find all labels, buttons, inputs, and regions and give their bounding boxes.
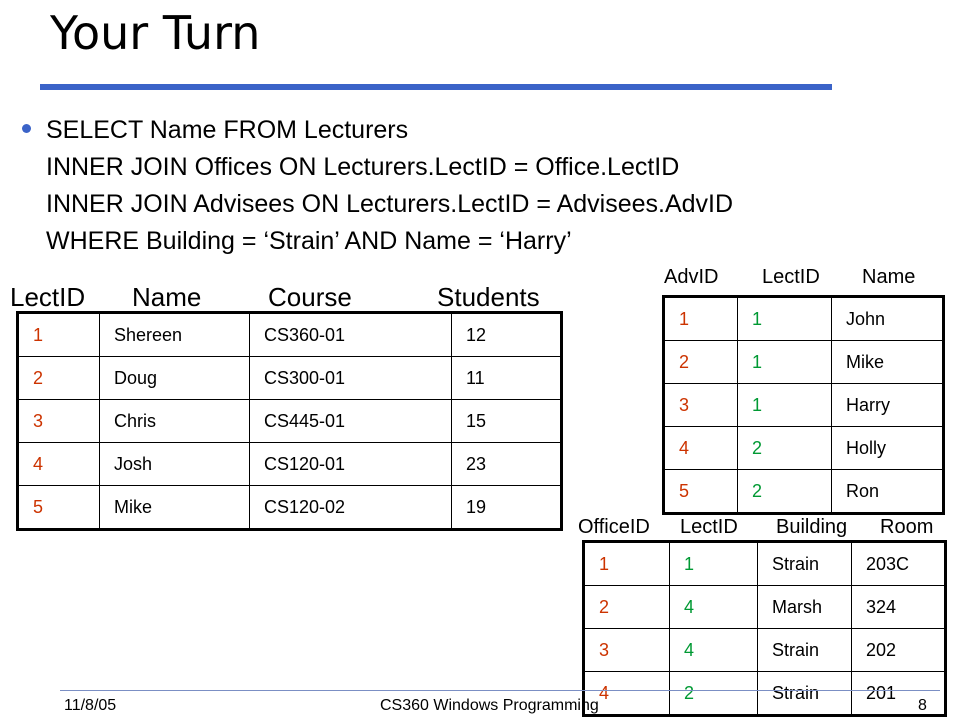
- table-cell: Mike: [99, 485, 250, 530]
- table-cell: Mike: [831, 340, 944, 384]
- lecturers-header-students: Students: [437, 282, 540, 312]
- table-cell: 5: [17, 485, 100, 530]
- table-row: 2 4 Marsh 324: [583, 585, 946, 629]
- table-row: 4 2 Strain 201: [583, 671, 946, 716]
- table-row: 2 1 Mike: [663, 340, 944, 384]
- table-row: 3 4 Strain 202: [583, 628, 946, 672]
- table-row: 1 Shereen CS360-01 12: [17, 312, 562, 357]
- lecturers-header-name: Name: [132, 282, 202, 312]
- offices-header-building: Building: [776, 516, 848, 538]
- table-cell: 2: [669, 671, 758, 716]
- table-row: 1 1 John: [663, 296, 944, 341]
- table-cell: 15: [451, 399, 562, 443]
- table-cell: 1: [669, 541, 758, 586]
- table-cell: Shereen: [99, 312, 250, 357]
- table-cell: 4: [663, 426, 738, 470]
- table-cell: CS300-01: [249, 356, 452, 400]
- table-cell: 4: [583, 671, 670, 716]
- footer-page-number: 8: [918, 697, 927, 714]
- lecturers-table: 1 Shereen CS360-01 12 2 Doug CS300-01 11…: [16, 311, 563, 531]
- table-cell: 202: [851, 628, 946, 672]
- table-cell: 2: [17, 356, 100, 400]
- table-cell: CS360-01: [249, 312, 452, 357]
- table-cell: 1: [737, 340, 832, 384]
- table-cell: 4: [17, 442, 100, 486]
- title-underline: [40, 84, 832, 90]
- table-row: 3 Chris CS445-01 15: [17, 399, 562, 443]
- table-cell: Strain: [757, 671, 852, 716]
- offices-table: 1 1 Strain 203C 2 4 Marsh 324 3 4 Strain…: [582, 540, 947, 717]
- table-cell: 3: [583, 628, 670, 672]
- bullet-icon: [22, 124, 31, 133]
- table-cell: Strain: [757, 628, 852, 672]
- table-cell: 23: [451, 442, 562, 486]
- table-row: 1 1 Strain 203C: [583, 541, 946, 586]
- table-cell: 3: [17, 399, 100, 443]
- table-cell: 3: [663, 383, 738, 427]
- table-cell: Strain: [757, 541, 852, 586]
- advisees-header-name: Name: [862, 266, 916, 288]
- table-row: 5 2 Ron: [663, 469, 944, 514]
- footer-date: 11/8/05: [64, 697, 117, 714]
- lecturers-header-lectid: LectID: [10, 282, 86, 312]
- table-cell: 1: [583, 541, 670, 586]
- advisees-table: 1 1 John 2 1 Mike 3 1 Harry 4 2 Holly 5 …: [662, 295, 945, 515]
- advisees-header-lectid: LectID: [762, 266, 820, 288]
- lecturers-header-course: Course: [268, 282, 352, 312]
- table-row: 2 Doug CS300-01 11: [17, 356, 562, 400]
- table-cell: 2: [737, 469, 832, 514]
- table-row: 5 Mike CS120-02 19: [17, 485, 562, 530]
- table-cell: 4: [669, 585, 758, 629]
- query-line: INNER JOIN Offices ON Lecturers.LectID =…: [46, 153, 680, 181]
- table-cell: 324: [851, 585, 946, 629]
- offices-header-room: Room: [880, 516, 934, 538]
- query-line: INNER JOIN Advisees ON Lecturers.LectID …: [46, 190, 734, 218]
- advisees-header-advid: AdvID: [664, 266, 719, 288]
- offices-header-lectid: LectID: [680, 516, 738, 538]
- table-cell: John: [831, 296, 944, 341]
- table-cell: 201: [851, 671, 946, 716]
- table-cell: Harry: [831, 383, 944, 427]
- table-cell: 4: [669, 628, 758, 672]
- table-cell: 203C: [851, 541, 946, 586]
- query-line: WHERE Building = ‘Strain’ AND Name = ‘Ha…: [46, 227, 572, 255]
- table-cell: 2: [737, 426, 832, 470]
- sql-query: SELECT Name FROM Lecturers INNER JOIN Of…: [46, 112, 733, 260]
- table-cell: 1: [737, 383, 832, 427]
- table-row: 4 Josh CS120-01 23: [17, 442, 562, 486]
- slide-title: Your Turn: [50, 6, 261, 60]
- query-line: SELECT Name FROM Lecturers: [46, 116, 409, 144]
- table-cell: Ron: [831, 469, 944, 514]
- table-cell: Marsh: [757, 585, 852, 629]
- table-cell: CS120-01: [249, 442, 452, 486]
- table-cell: CS445-01: [249, 399, 452, 443]
- footer-rule: [60, 690, 940, 691]
- table-cell: Chris: [99, 399, 250, 443]
- table-row: 3 1 Harry: [663, 383, 944, 427]
- table-cell: 1: [17, 312, 100, 357]
- table-cell: 1: [737, 296, 832, 341]
- table-row: 4 2 Holly: [663, 426, 944, 470]
- table-cell: Holly: [831, 426, 944, 470]
- table-cell: 11: [451, 356, 562, 400]
- table-cell: 12: [451, 312, 562, 357]
- table-cell: 19: [451, 485, 562, 530]
- table-cell: Doug: [99, 356, 250, 400]
- table-cell: 2: [663, 340, 738, 384]
- table-cell: 2: [583, 585, 670, 629]
- table-cell: Josh: [99, 442, 250, 486]
- table-cell: CS120-02: [249, 485, 452, 530]
- offices-header-officeid: OfficeID: [578, 516, 650, 538]
- table-cell: 5: [663, 469, 738, 514]
- table-cell: 1: [663, 296, 738, 341]
- footer-course: CS360 Windows Programming: [380, 697, 599, 714]
